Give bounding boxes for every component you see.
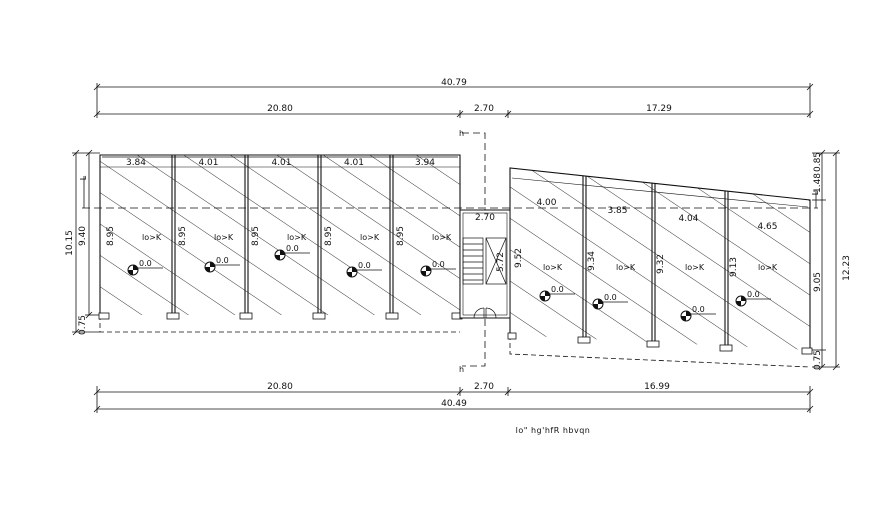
room-depth-label: 9.32 <box>656 254 666 274</box>
level-value: 0.0 <box>747 290 760 299</box>
level-value: 0.0 <box>358 261 371 270</box>
dim-bottom-left: 20.80 <box>267 382 293 392</box>
room-width-label: 4.01 <box>198 158 218 168</box>
section-mark-bottom: h <box>459 365 464 374</box>
dim-bottom-total: 40.49 <box>441 399 467 409</box>
bottom-dimensions <box>93 386 814 413</box>
dim-bottom-middle: 2.70 <box>474 382 494 392</box>
room-depth-label: 8.95 <box>251 226 261 246</box>
right-block-labels: 4.00 9.52 lo>K 0.0 3.85 9.34 lo>K 0.0 4.04 9.32 lo… <box>514 198 778 322</box>
dim-right-inner: 9.05 <box>813 272 823 292</box>
svg-text:L: L <box>811 190 820 195</box>
room-name-label: lo>K <box>616 263 636 272</box>
room-depth-label: 9.34 <box>587 251 597 271</box>
room-name-label: lo>K <box>758 263 778 272</box>
room-depth-label: 8.95 <box>396 226 406 246</box>
section-mark-top: h <box>459 129 464 138</box>
room-name-label: lo>K <box>685 263 705 272</box>
section-marker-right: L <box>811 190 820 208</box>
room-width-label: 3.94 <box>415 158 435 168</box>
core-doors <box>473 307 497 319</box>
room-depth-label: 9.52 <box>514 248 524 268</box>
level-value: 0.0 <box>604 293 617 302</box>
dim-top-right: 17.29 <box>646 104 672 114</box>
room-depth-label: 8.95 <box>178 226 188 246</box>
room-width-label: 4.01 <box>271 158 291 168</box>
level-marker-icon: 0.0 <box>735 290 771 307</box>
room-width-label: 4.65 <box>757 222 777 232</box>
stair-core <box>459 209 511 319</box>
room-depth-label: 8.95 <box>324 226 334 246</box>
dim-bottom-right: 16.99 <box>644 382 670 392</box>
section-marker-left: L <box>79 175 88 208</box>
level-marker-icon: 0.0 <box>346 261 382 278</box>
room-name-label: lo>K <box>360 233 380 242</box>
room-width-label: 4.04 <box>678 214 698 224</box>
level-value: 0.0 <box>216 256 229 265</box>
stair-treads <box>462 237 484 285</box>
room-width-label: 3.85 <box>607 206 627 216</box>
dim-left-inner: 9.40 <box>78 226 88 246</box>
level-marker-icon: 0.0 <box>539 285 575 302</box>
core-width-label: 2.70 <box>475 213 495 223</box>
room-depth-label: 8.95 <box>106 226 116 246</box>
room-name-label: lo>K <box>142 233 162 242</box>
room-name-label: lo>K <box>214 233 234 242</box>
room-width-label: 3.84 <box>126 158 146 168</box>
level-value: 0.0 <box>286 244 299 253</box>
dim-left-base: 0.75 <box>78 315 88 335</box>
room-name-label: lo>K <box>432 233 452 242</box>
right-dimensions <box>812 149 840 371</box>
dim-right-outer: 12.23 <box>842 255 852 281</box>
room-width-label: 4.01 <box>344 158 364 168</box>
dim-top-left: 20.80 <box>267 104 293 114</box>
room-width-label: 4.00 <box>536 198 556 208</box>
left-block <box>98 154 463 333</box>
svg-text:L: L <box>79 175 88 180</box>
level-marker-icon: 0.0 <box>127 259 163 276</box>
dim-right-top-b: 1.48 <box>813 173 823 193</box>
level-marker-icon: 0.0 <box>204 256 240 273</box>
level-value: 0.0 <box>139 259 152 268</box>
lift-shaft <box>485 237 507 285</box>
section-line-vertical <box>462 132 486 367</box>
left-dimensions <box>72 149 100 336</box>
dim-top-middle: 2.70 <box>474 104 494 114</box>
level-marker-icon: 0.0 <box>592 293 628 310</box>
room-name-label: lo>K <box>543 263 563 272</box>
level-marker-icon: 0.0 <box>680 305 716 322</box>
level-marker-icon: 0.0 <box>420 260 456 277</box>
level-value: 0.0 <box>551 285 564 294</box>
level-marker-icon: 0.0 <box>274 244 310 261</box>
dim-top-total: 40.79 <box>441 78 467 88</box>
top-dimensions <box>93 83 814 118</box>
dim-left-outer: 10.15 <box>65 230 75 256</box>
drawing-caption: lo" hg'hfR hbvqn <box>516 426 591 435</box>
left-block-labels: 3.84 8.95 lo>K 0.0 4.01 8.95 lo>K 0.0 4.01 8.95 lo… <box>106 158 456 278</box>
room-depth-label: 9.13 <box>729 257 739 277</box>
dim-right-base: 0.75 <box>813 350 823 370</box>
level-value: 0.0 <box>432 260 445 269</box>
dim-right-top-a: 0.85 <box>813 152 823 172</box>
level-value: 0.0 <box>692 305 705 314</box>
room-name-label: lo>K <box>287 233 307 242</box>
core-height-label: 5.72 <box>496 252 506 272</box>
